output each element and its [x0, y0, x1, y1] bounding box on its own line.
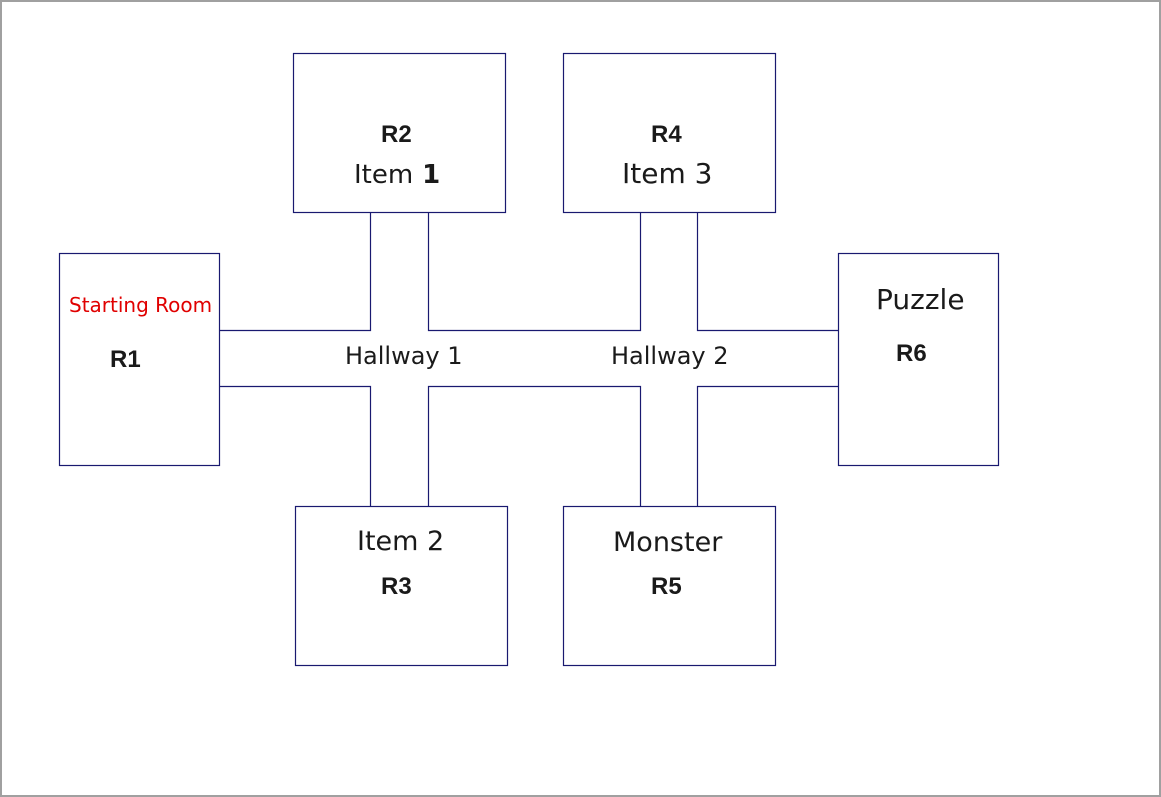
room-r6-id: R6 — [896, 340, 927, 367]
room-r2-id: R2 — [381, 121, 412, 148]
starting-room-label: Starting Room — [69, 293, 213, 317]
hallway-1-label: Hallway 1 — [345, 342, 463, 370]
room-r2-item-word: Item — [354, 160, 414, 190]
room-r4-box — [562, 52, 777, 214]
room-r2-item-number: 1 — [422, 160, 441, 190]
hallway-wall — [427, 385, 642, 507]
room-r3-id: R3 — [381, 573, 412, 600]
hallway-walls — [219, 212, 839, 507]
room-r5-monster: Monster — [613, 527, 723, 558]
room-r6-box — [837, 252, 1000, 467]
hallway-2-label: Hallway 2 — [611, 342, 729, 370]
room-r5-box — [562, 505, 777, 667]
hallway-wall — [427, 212, 642, 332]
hallway-wall — [219, 212, 372, 332]
room-r3-box — [294, 505, 509, 667]
hallway-wall — [219, 385, 372, 507]
room-r6-puzzle: Puzzle — [876, 283, 965, 316]
room-r1-box — [58, 252, 221, 467]
room-r5-id: R5 — [651, 573, 682, 600]
room-r2-item: Item 1 — [354, 160, 440, 188]
room-r2-box — [292, 52, 507, 214]
room-r3-item: Item 2 — [357, 526, 445, 557]
hallway-wall — [696, 212, 839, 332]
hallway-wall — [696, 385, 839, 507]
room-r4-id: R4 — [651, 121, 682, 148]
room-r4-item: Item 3 — [622, 157, 713, 190]
room-r1-id: R1 — [110, 346, 141, 373]
